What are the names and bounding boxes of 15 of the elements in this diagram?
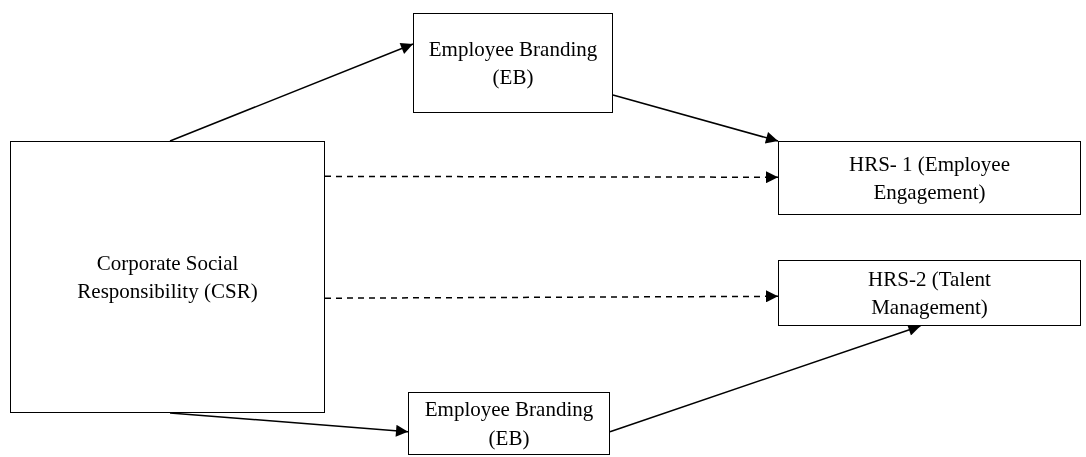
arrow	[612, 94, 779, 144]
arrow	[324, 290, 779, 303]
box-label: HRS- 1 (Employee Engagement)	[848, 150, 1011, 206]
arrow	[609, 324, 922, 433]
process-box	[778, 260, 1081, 326]
box-label: Employee Branding (EB)	[423, 396, 595, 452]
box-label: Employee Branding (EB)	[427, 35, 599, 91]
process-box	[778, 141, 1081, 215]
process-box	[10, 141, 325, 413]
box-label: Corporate Social Responsibility (CSR)	[76, 249, 259, 305]
process-box	[413, 13, 613, 113]
box-label: HRS-2 (Talent Management)	[867, 265, 992, 321]
process-box	[408, 392, 610, 455]
arrow	[324, 171, 779, 184]
arrow	[169, 42, 414, 142]
